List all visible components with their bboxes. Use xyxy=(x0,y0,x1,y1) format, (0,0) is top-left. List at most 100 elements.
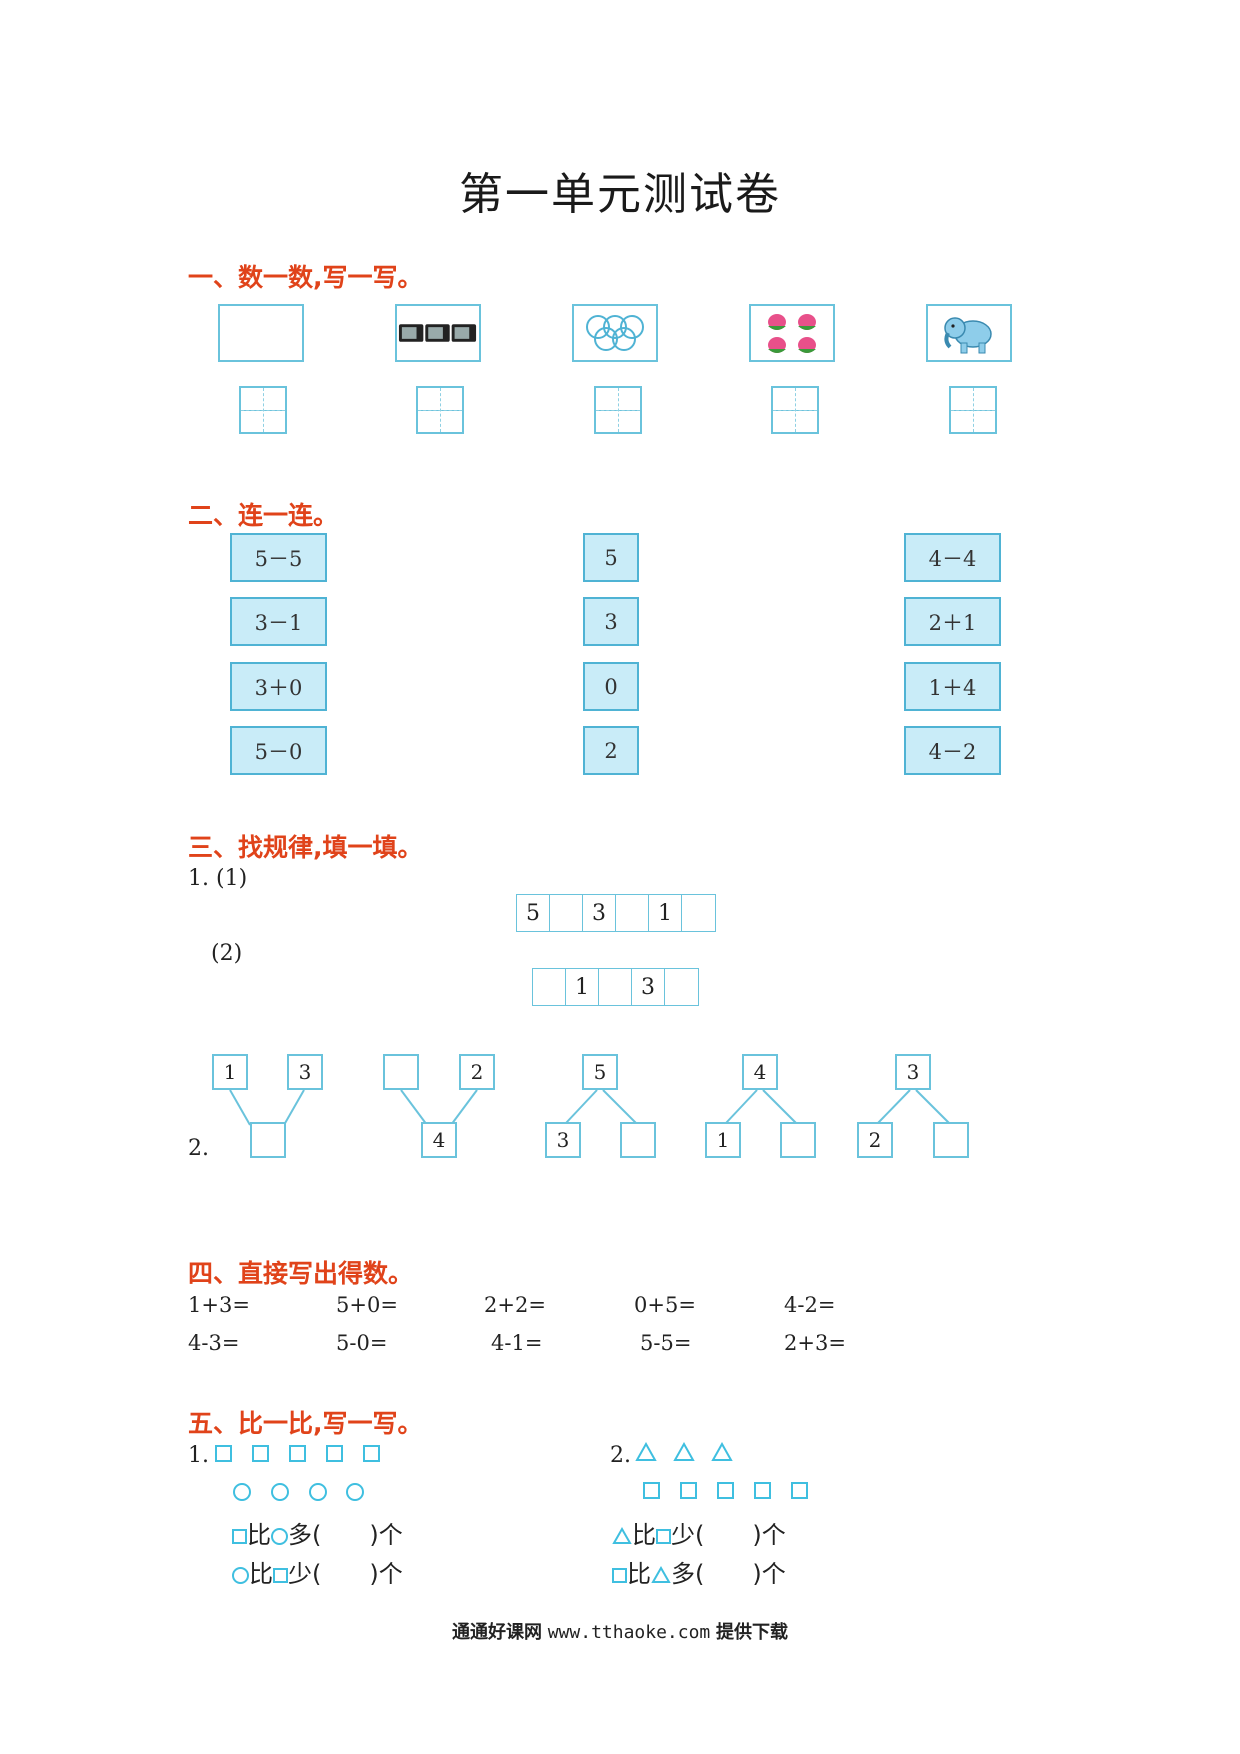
compare-line: 比多( )个 xyxy=(612,1554,786,1589)
compare-answer[interactable]: 少( )个 xyxy=(671,1521,786,1549)
compare-word: 比 xyxy=(249,1560,273,1588)
tree-node[interactable]: 2 xyxy=(459,1054,495,1090)
sequence-cell[interactable]: 3 xyxy=(583,895,616,931)
olympic-rings-icon xyxy=(586,315,644,351)
section4-title: 四、直接写出得数。 xyxy=(188,1259,414,1288)
expr-card-left[interactable]: 5－0 xyxy=(230,726,327,775)
footer-suffix: 提供下载 xyxy=(716,1622,789,1643)
tree-node[interactable] xyxy=(933,1122,969,1158)
section5-title: 五、比一比,写一写。 xyxy=(188,1409,423,1438)
number-card[interactable]: 5 xyxy=(583,533,639,582)
compare-word: 比 xyxy=(632,1521,656,1549)
tree-node[interactable]: 3 xyxy=(287,1054,323,1090)
square-icon xyxy=(656,1528,671,1544)
sequence-cell[interactable]: 5 xyxy=(517,895,550,931)
tree-node[interactable]: 4 xyxy=(421,1122,457,1158)
section3-title: 三、找规律,填一填。 xyxy=(188,833,423,862)
picture-box-tvs xyxy=(395,304,481,362)
tree-node[interactable]: 4 xyxy=(742,1054,778,1090)
tree-node[interactable]: 2 xyxy=(857,1122,893,1158)
number-card[interactable]: 3 xyxy=(583,597,639,646)
footer-brand: 通通好课网 xyxy=(451,1622,542,1643)
question-label: 1. (1) xyxy=(188,866,248,891)
tree-node[interactable]: 1 xyxy=(212,1054,248,1090)
sequence-cell[interactable] xyxy=(533,969,566,1005)
equation[interactable]: 5-0= xyxy=(336,1331,388,1355)
answer-grid-5[interactable] xyxy=(949,386,997,434)
equation[interactable]: 2+3= xyxy=(784,1331,846,1355)
square-icon xyxy=(273,1567,288,1583)
triangle-icon xyxy=(612,1526,632,1544)
tree-node[interactable]: 3 xyxy=(895,1054,931,1090)
compare-answer[interactable]: 多( )个 xyxy=(288,1521,403,1549)
equation[interactable]: 5-5= xyxy=(640,1331,692,1355)
expr-card-right[interactable]: 4－2 xyxy=(904,726,1001,775)
compare-answer[interactable]: 少( )个 xyxy=(288,1560,403,1588)
tree-node[interactable]: 1 xyxy=(705,1122,741,1158)
peach-icon xyxy=(768,314,816,353)
section1-title: 一、数一数,写一写。 xyxy=(188,263,423,292)
subquestion-label: (2) xyxy=(211,941,243,966)
square-icon xyxy=(612,1567,627,1583)
square-icon xyxy=(643,1482,808,1499)
answer-grid-4[interactable] xyxy=(771,386,819,434)
tree-node[interactable] xyxy=(383,1054,419,1090)
sequence-row-1: 5 3 1 xyxy=(516,894,716,932)
number-card[interactable]: 0 xyxy=(583,662,639,711)
tree-node[interactable] xyxy=(250,1122,286,1158)
question-label: 1. xyxy=(188,1443,209,1468)
sequence-cell[interactable]: 3 xyxy=(632,969,665,1005)
circle-icon xyxy=(232,1566,249,1584)
square-icon xyxy=(215,1445,380,1462)
expr-card-left[interactable]: 3＋0 xyxy=(230,662,327,711)
footer: 通通好课网 www.tthaoke.com 提供下载 xyxy=(0,1618,1240,1644)
circle-icon xyxy=(271,1527,288,1545)
compare-line: 比少( )个 xyxy=(612,1515,786,1550)
expr-card-right[interactable]: 4－4 xyxy=(904,533,1001,582)
answer-grid-2[interactable] xyxy=(416,386,464,434)
compare-word: 比 xyxy=(627,1560,651,1588)
sequence-cell[interactable]: 1 xyxy=(649,895,682,931)
sequence-row-2: 1 3 xyxy=(532,968,699,1006)
question-label: 2. xyxy=(188,1136,209,1161)
page-title: 第一单元测试卷 xyxy=(459,169,781,220)
sequence-cell[interactable] xyxy=(616,895,649,931)
picture-box-elephant xyxy=(926,304,1012,362)
equation[interactable]: 0+5= xyxy=(634,1293,696,1317)
tree-node[interactable]: 3 xyxy=(545,1122,581,1158)
equation[interactable]: 4-3= xyxy=(188,1331,240,1355)
answer-grid-1[interactable] xyxy=(239,386,287,434)
elephant-icon xyxy=(944,317,992,354)
tree-node[interactable] xyxy=(780,1122,816,1158)
compare-line: 比多( )个 xyxy=(232,1515,403,1550)
triangle-icon xyxy=(635,1442,733,1461)
circle-icon xyxy=(233,1483,364,1501)
expr-card-left[interactable]: 3－1 xyxy=(230,597,327,646)
compare-answer[interactable]: 多( )个 xyxy=(671,1560,786,1588)
section2-title: 二、连一连。 xyxy=(188,501,339,530)
square-icon xyxy=(232,1528,247,1544)
question-label: 2. xyxy=(610,1443,631,1468)
picture-box-peaches xyxy=(749,304,835,362)
number-card[interactable]: 2 xyxy=(583,726,639,775)
equation[interactable]: 5+0= xyxy=(336,1293,398,1317)
compare-word: 比 xyxy=(247,1521,271,1549)
expr-card-left[interactable]: 5－5 xyxy=(230,533,327,582)
answer-grid-3[interactable] xyxy=(594,386,642,434)
expr-card-right[interactable]: 2＋1 xyxy=(904,597,1001,646)
equation[interactable]: 4-2= xyxy=(784,1293,836,1317)
equation[interactable]: 1+3= xyxy=(188,1293,250,1317)
sequence-cell[interactable] xyxy=(550,895,583,931)
expr-card-right[interactable]: 1＋4 xyxy=(904,662,1001,711)
sequence-cell[interactable]: 1 xyxy=(566,969,599,1005)
picture-box-rings xyxy=(572,304,658,362)
sequence-cell[interactable] xyxy=(599,969,632,1005)
footer-url[interactable]: www.tthaoke.com xyxy=(547,1622,711,1643)
equation[interactable]: 2+2= xyxy=(484,1293,546,1317)
tree-node[interactable]: 5 xyxy=(582,1054,618,1090)
tree-node[interactable] xyxy=(620,1122,656,1158)
compare-line: 比少( )个 xyxy=(232,1554,403,1589)
equation[interactable]: 4-1= xyxy=(491,1331,543,1355)
triangle-icon xyxy=(651,1565,671,1583)
